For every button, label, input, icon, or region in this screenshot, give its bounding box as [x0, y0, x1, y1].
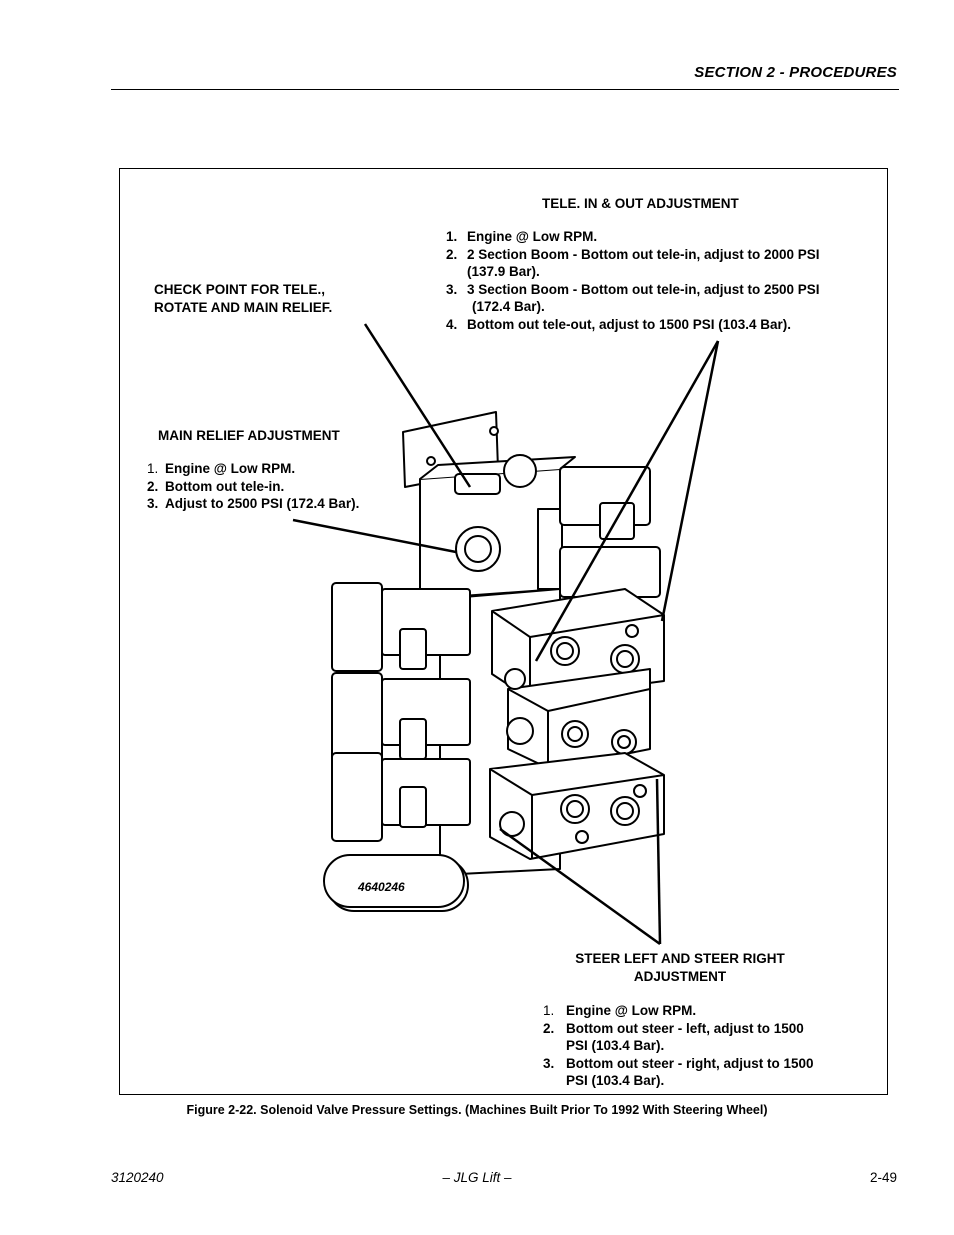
list-item: 4.Bottom out tele-out, adjust to 1500 PS… — [446, 316, 792, 332]
tele-adjust-list: 1.Engine @ Low RPM. 2.2 Section Boom - B… — [446, 228, 820, 333]
list-item: 2.2 Section Boom - Bottom out tele-in, a… — [446, 246, 820, 262]
check-point-label: CHECK POINT FOR TELE., ROTATE AND MAIN R… — [154, 282, 333, 315]
main-relief-title: MAIN RELIEF ADJUSTMENT — [158, 428, 340, 443]
list-item: 3.Bottom out steer - right, adjust to 15… — [543, 1055, 814, 1071]
list-item-continuation: PSI (103.4 Bar). — [566, 1038, 665, 1053]
part-number: 4640246 — [358, 880, 405, 894]
main-relief-list: 1.Engine @ Low RPM. 2.Bottom out tele-in… — [147, 460, 359, 513]
header-rule — [111, 89, 899, 90]
list-item-continuation: (172.4 Bar). — [472, 299, 545, 314]
list-item: 3.Adjust to 2500 PSI (172.4 Bar). — [147, 496, 360, 511]
steer-adjust-title: STEER LEFT AND STEER RIGHT ADJUSTMENT — [575, 951, 785, 984]
list-item: 1.Engine @ Low RPM. — [446, 229, 598, 244]
list-item: 1.Engine @ Low RPM. — [543, 1003, 697, 1018]
list-item-continuation: (137.9 Bar). — [467, 264, 540, 279]
figure-frame: TELE. IN & OUT ADJUSTMENT 1.Engine @ Low… — [119, 168, 888, 1095]
list-item: 2.Bottom out tele-in. — [147, 478, 285, 494]
list-item-continuation: PSI (103.4 Bar). — [566, 1073, 665, 1088]
list-item: 1.Engine @ Low RPM. — [147, 461, 296, 476]
figure-caption: Figure 2-22. Solenoid Valve Pressure Set… — [186, 1103, 768, 1117]
steer-adjust-list: 1.Engine @ Low RPM. 2.Bottom out steer -… — [543, 1002, 814, 1090]
doc-number: 3120240 — [111, 1170, 164, 1185]
page-number: 2-49 — [869, 1170, 897, 1185]
list-item: 2.Bottom out steer - left, adjust to 150… — [543, 1020, 804, 1036]
publisher: – JLG Lift – — [442, 1170, 512, 1185]
valve-illustration — [292, 323, 720, 946]
section-title: SECTION 2 - PROCEDURES — [694, 64, 897, 81]
list-item: 3.3 Section Boom - Bottom out tele-in, a… — [446, 281, 820, 297]
tele-adjust-title: TELE. IN & OUT ADJUSTMENT — [542, 196, 739, 211]
